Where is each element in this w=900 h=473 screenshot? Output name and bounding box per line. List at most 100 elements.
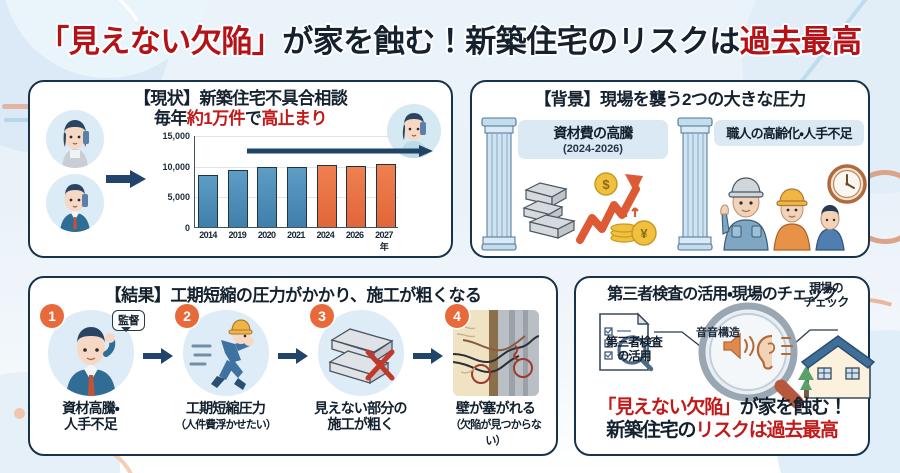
chart-x-axis: 2014 2019 2020 2021 2024 2026 2027年 <box>194 230 398 253</box>
label-site-check: 現場の チェック <box>790 281 862 310</box>
bar-2024 <box>316 164 337 227</box>
panel-current-title-line1: 【現状】新築住宅不具合相談 <box>133 89 348 108</box>
pressure-materials-period: (2024-2026) <box>563 143 623 155</box>
pressure-label-workers: 職人の高齢化・人手不足 <box>714 120 864 146</box>
xtick-2019: 2019 <box>228 230 247 240</box>
step-3-caption-line2: 施工が粗く <box>327 416 395 433</box>
xtick-2020: 2020 <box>257 230 276 240</box>
slogan-l2-dark: 新築住宅の <box>606 420 696 442</box>
check-left-line2: の活用 <box>617 348 651 363</box>
step-2-caption: 工期短縮圧力 <box>173 400 278 416</box>
pressure-column-materials: 資材費の高騰 (2024-2026) $ ¥ <box>476 117 672 254</box>
title-l2-b: 約1万件 <box>186 109 246 129</box>
man-on-phone-avatar <box>46 174 104 232</box>
bar-2027 <box>375 164 396 227</box>
headline-part-dark: が家を蝕む！新築住宅のリスクは <box>282 24 740 59</box>
step-1-caption-line2: 人手不足 <box>64 416 118 433</box>
aging-workforce-illustration <box>720 164 867 251</box>
woman-on-phone-avatar <box>46 110 104 168</box>
slogan-l1-dark: が家を蝕む！ <box>739 397 848 418</box>
pillar-icon-right <box>677 117 713 251</box>
chart-bars <box>198 136 396 227</box>
result-step-flow: 1 監督 <box>38 304 548 450</box>
check-right-line2: チェック <box>803 294 850 309</box>
step-4-subcaption: （欠陥が見つからない） <box>450 419 542 448</box>
step-arrow-2-3 <box>278 308 308 364</box>
flow-arrow-icon <box>106 170 146 188</box>
pressure-column-workers: 職人の高齢化・人手不足 <box>672 117 868 254</box>
result-step-2: 2 <box>173 304 278 432</box>
step-arrow-3-4 <box>413 308 443 364</box>
label-third-party-inspection: 第三者検査 の活用 <box>588 335 680 364</box>
panel-background-title: 【背景】現場を襲う2つの大きな圧力 <box>534 90 806 109</box>
pillar-icon-left <box>481 117 517 251</box>
ytick-5000: 5,000 <box>167 192 190 203</box>
step-1-caption: 資材高騰・ 人手不足 <box>38 400 143 432</box>
ytick-10000: 10,000 <box>162 161 190 172</box>
panel-current-title-line2: 毎年約1万件で高止まり <box>30 109 451 129</box>
chart-y-axis: 15,000 10,000 5,000 0 <box>150 131 192 233</box>
step-1-caption-line1: 資材高騰・ <box>62 400 120 416</box>
panel-third-party-inspection: 第三者検査の活用・現場のチェック <box>574 276 876 456</box>
headline-part-red-2: 過去最高 <box>739 24 863 59</box>
magnifier-caption: 音音構造 <box>696 327 740 339</box>
svg-text:¥: ¥ <box>640 226 648 241</box>
panel-result-title: 【結果】工期短縮の圧力がかかり、施工が粗くなる <box>104 286 482 305</box>
chart-plot-area <box>194 136 433 228</box>
step-arrow-1-2 <box>143 308 173 364</box>
slogan-l1-red: 「見えない欠陥」 <box>597 397 741 418</box>
slogan-l2-red2: 過去最高 <box>766 420 839 442</box>
panel-current-title: 【現状】新築住宅不具合相談 毎年約1万件で高止まり <box>30 82 451 129</box>
pressure-workers-title: 職人の高齢化・人手不足 <box>726 126 852 141</box>
step-1-illustration <box>47 310 134 396</box>
pressure-label-materials: 資材費の高騰 (2024-2026) <box>518 120 668 159</box>
step-2-illustration <box>182 310 269 396</box>
title-l2-c: で <box>244 109 262 129</box>
panel-background-pressures: 【背景】現場を襲う2つの大きな圧力 資材費の高騰 (2024-2026) <box>470 80 870 258</box>
step-2-caption-line1: 工期短縮圧力 <box>185 400 266 416</box>
step-4-badge: 4 <box>445 304 469 328</box>
pressure-materials-title: 資材費の高騰 <box>553 125 633 141</box>
closing-slogan: 「見えない欠陥」が家を蝕む！ 新築住宅のリスクは過去最高 <box>576 396 868 442</box>
step-3-caption-line1: 見えない部分の <box>314 400 407 416</box>
svg-text:$: $ <box>602 177 610 192</box>
decor-dot-bottom-left <box>14 408 25 419</box>
complaints-bar-chart: 15,000 10,000 5,000 0 <box>150 131 433 303</box>
page-title: 「見えない欠陥」が家を蝕む！新築住宅のリスクは過去最高 <box>0 16 900 61</box>
inspection-illustration <box>576 302 876 409</box>
step-2-subcaption: （人件費浮かせたい） <box>175 419 277 432</box>
materials-cost-illustration: $ ¥ <box>522 172 657 246</box>
headline-part-red-1: 「見えない欠陥」 <box>38 24 283 59</box>
slogan-l2-red1: リスクは <box>695 420 767 442</box>
xtick-2026: 2026 <box>345 230 364 240</box>
step-2-badge: 2 <box>175 304 199 328</box>
bar-2026 <box>346 166 367 227</box>
check-right-line1: 現場の <box>809 281 843 295</box>
step-3-badge: 3 <box>310 304 334 328</box>
bar-2020 <box>257 166 278 227</box>
title-l2-a: 毎年 <box>154 109 187 129</box>
supervisor-speech-bubble: 監督 <box>112 310 145 332</box>
trend-arrow-icon <box>247 145 433 157</box>
xtick-2021: 2021 <box>287 230 305 240</box>
xtick-2014: 2014 <box>199 230 217 240</box>
gridline-15000 <box>195 136 398 137</box>
result-step-3: 3 <box>308 304 413 432</box>
bar-2019 <box>227 169 248 227</box>
ytick-0: 0 <box>184 223 190 233</box>
step-3-illustration <box>317 310 404 396</box>
result-step-1: 1 監督 <box>38 304 145 432</box>
xtick-2027: 2027年 <box>375 230 393 252</box>
bar-2014 <box>198 174 218 227</box>
ytick-15000: 15,000 <box>162 131 190 141</box>
step-1-badge: 1 <box>40 304 64 328</box>
panel-check-title: 第三者検査の活用・現場のチェック <box>607 286 837 303</box>
panel-current-status: 【現状】新築住宅不具合相談 毎年約1万件で高止まり <box>28 80 453 303</box>
result-step-4: 4 <box>443 304 548 448</box>
panel-result-chain: 【結果】工期短縮の圧力がかかり、施工が粗くなる 1 監督 <box>28 276 558 456</box>
check-left-line1: 第三者検査 <box>605 335 663 349</box>
title-l2-d: 高止まり <box>261 109 327 129</box>
step-4-caption-line1: 壁が塞がれる <box>455 400 536 416</box>
step-3-caption: 見えない部分の 施工が粗く <box>308 400 413 432</box>
